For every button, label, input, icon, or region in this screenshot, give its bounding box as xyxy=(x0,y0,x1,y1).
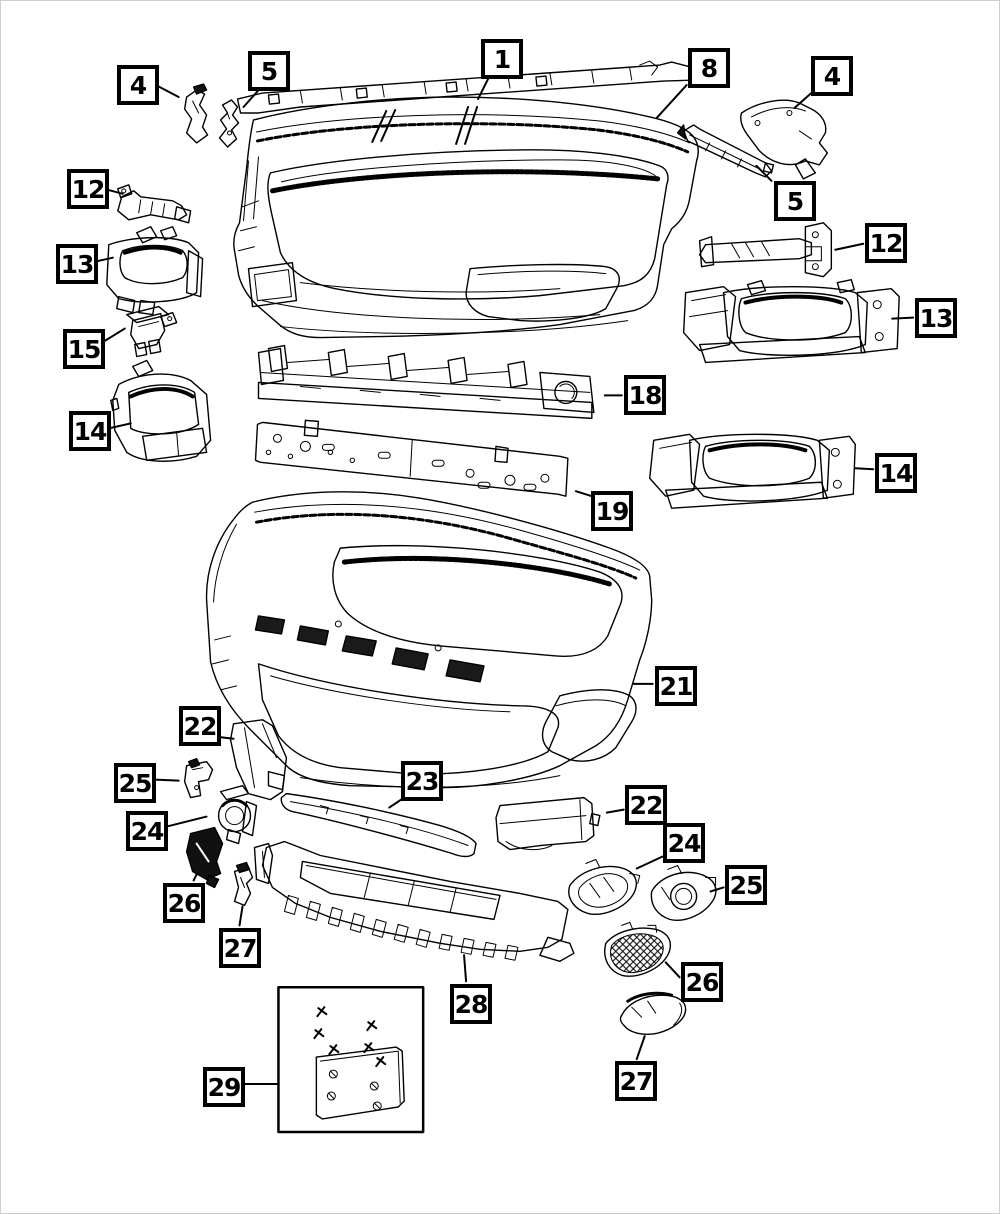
callout-13-right: 13 xyxy=(915,298,957,338)
part-12-bracket-right xyxy=(698,222,833,278)
callout-25-left: 25 xyxy=(114,763,156,803)
part-25-fog-lamp-surround-right xyxy=(650,864,717,921)
part-29-license-plate-bracket-kit xyxy=(277,985,425,1134)
callout-13-left: 13 xyxy=(56,244,98,284)
callout-15: 15 xyxy=(63,329,105,369)
part-4-bracket-left xyxy=(183,83,209,144)
callout-14-right: 14 xyxy=(875,453,917,493)
callout-4-left: 4 xyxy=(117,65,159,105)
callout-5-left: 5 xyxy=(248,51,290,91)
callout-8: 8 xyxy=(688,48,730,88)
callout-1: 1 xyxy=(481,39,523,79)
callout-23: 23 xyxy=(401,761,443,801)
callout-27-right: 27 xyxy=(615,1061,657,1101)
callout-5-right-label: 5 xyxy=(786,186,804,216)
part-28-lower-valance xyxy=(253,840,575,962)
callout-27-right-label: 27 xyxy=(619,1066,654,1096)
part-23-applique xyxy=(280,792,477,858)
callout-22-left: 22 xyxy=(179,706,221,746)
part-13-fog-lamp-assembly-right xyxy=(682,278,900,364)
part-18-impact-absorber xyxy=(257,344,595,420)
part-26-grille-insert-right xyxy=(604,921,671,977)
callout-26-right: 26 xyxy=(681,962,723,1002)
part-24-fog-lamp-left xyxy=(217,784,258,845)
callout-25-left-label: 25 xyxy=(118,768,153,798)
callout-13-left-label: 13 xyxy=(60,249,95,279)
callout-26-left-label: 26 xyxy=(167,888,202,918)
part-19-bumper-reinforcement xyxy=(254,419,569,497)
callout-25-right: 25 xyxy=(725,865,767,905)
callout-24-right: 24 xyxy=(663,823,705,863)
part-27-cover-right xyxy=(619,991,687,1035)
callout-24-left: 24 xyxy=(126,811,168,851)
part-22-cover-left xyxy=(229,719,288,801)
leader-lines xyxy=(93,76,915,1086)
part-22-cover-right xyxy=(495,796,601,851)
callout-4-right-label: 4 xyxy=(823,61,841,91)
part-4-bracket-right xyxy=(740,99,829,180)
callout-21-label: 21 xyxy=(659,671,694,701)
callout-12-right-label: 12 xyxy=(869,228,904,258)
part-13-fog-lamp-assembly-left xyxy=(106,226,204,316)
callout-18: 18 xyxy=(624,375,666,415)
callout-26-left: 26 xyxy=(163,883,205,923)
part-5-bracket-left xyxy=(218,99,240,148)
part-25-bracket-left xyxy=(183,757,214,799)
callout-22-left-label: 22 xyxy=(183,711,218,741)
callout-15-label: 15 xyxy=(67,334,102,364)
part-15-bracket xyxy=(126,305,178,358)
part-24-bezel-right xyxy=(568,858,641,915)
callout-19: 19 xyxy=(591,491,633,531)
callout-27-left-label: 27 xyxy=(223,933,258,963)
callout-25-right-label: 25 xyxy=(729,870,764,900)
part-1-sight-shield xyxy=(236,60,700,114)
callout-14-left-label: 14 xyxy=(73,416,108,446)
callout-19-label: 19 xyxy=(595,496,630,526)
part-27-bracket-left xyxy=(233,861,254,907)
callout-4-right: 4 xyxy=(811,56,853,96)
callout-22-right-label: 22 xyxy=(629,790,664,820)
callout-5-left-label: 5 xyxy=(260,56,278,86)
part-8-front-bumper-fascia xyxy=(233,96,699,339)
part-26-bezel-left xyxy=(185,826,224,889)
callout-28-label: 28 xyxy=(454,989,489,1019)
part-14-fog-lamp-assembly-left xyxy=(110,359,212,462)
callout-12-left-label: 12 xyxy=(71,174,106,204)
callout-12-left: 12 xyxy=(67,169,109,209)
callout-1-label: 1 xyxy=(493,44,511,74)
callout-29: 29 xyxy=(203,1067,245,1107)
part-21-front-bumper-fascia xyxy=(205,491,653,789)
part-14-fog-lamp-assembly-right xyxy=(649,433,856,509)
callout-14-right-label: 14 xyxy=(879,458,914,488)
callout-29-label: 29 xyxy=(207,1072,242,1102)
callout-5-right: 5 xyxy=(774,181,816,221)
callout-24-right-label: 24 xyxy=(667,828,702,858)
callout-18-label: 18 xyxy=(628,380,663,410)
callout-14-left: 14 xyxy=(69,411,111,451)
callout-8-label: 8 xyxy=(700,53,718,83)
callout-4-left-label: 4 xyxy=(129,70,147,100)
callout-22-right: 22 xyxy=(625,785,667,825)
part-12-bracket-left xyxy=(117,184,192,224)
callout-28: 28 xyxy=(450,984,492,1024)
callout-23-label: 23 xyxy=(405,766,440,796)
callout-12-right: 12 xyxy=(865,223,907,263)
callout-24-left-label: 24 xyxy=(130,816,165,846)
callout-21: 21 xyxy=(655,666,697,706)
callout-26-right-label: 26 xyxy=(685,967,720,997)
callout-13-right-label: 13 xyxy=(919,303,954,333)
part-5-bracket-right xyxy=(676,124,775,178)
callout-27-left: 27 xyxy=(219,928,261,968)
